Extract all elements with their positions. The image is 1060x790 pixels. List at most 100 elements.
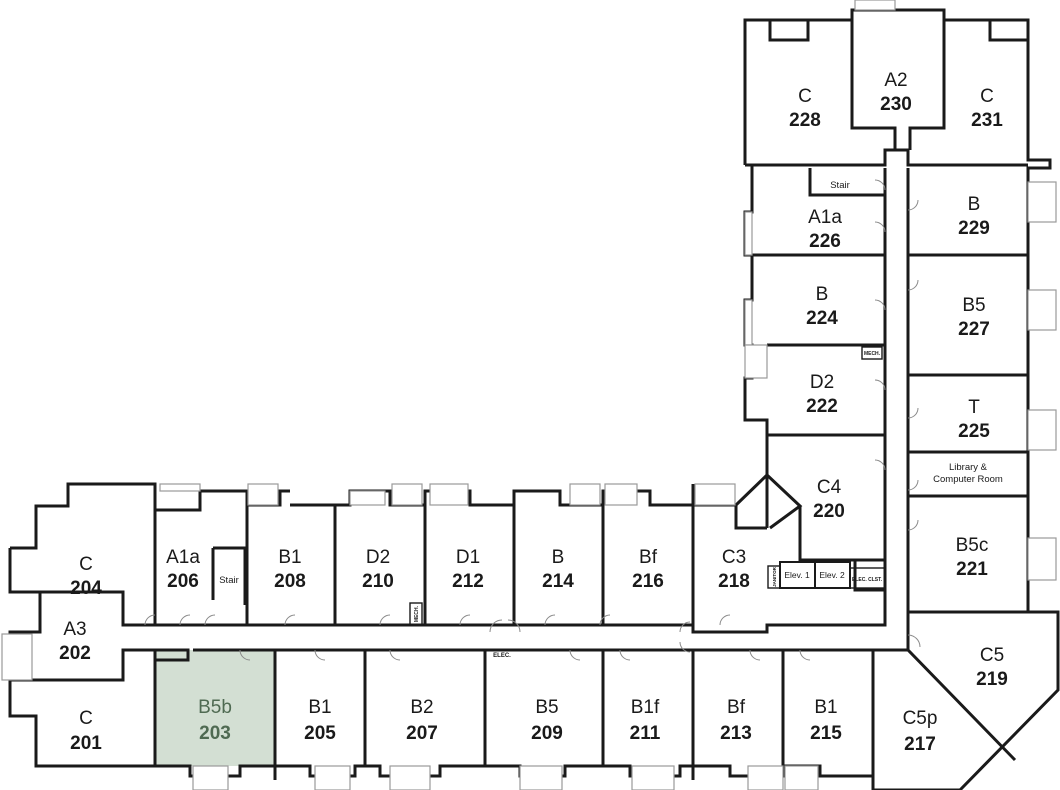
stair-label: Stair: [219, 575, 239, 586]
interior-walls-south-row: [153, 648, 1017, 766]
unit-211-area[interactable]: [603, 650, 693, 766]
interior-walls-north-row: [10, 484, 695, 682]
unit-number: 229: [958, 218, 990, 239]
mech-label: MECH.: [864, 351, 881, 357]
unit-number: 231: [971, 110, 1003, 131]
doors: [144, 179, 921, 661]
unit-number: 201: [70, 733, 102, 754]
unit-218-area[interactable]: [693, 505, 767, 625]
unit-code: B1: [308, 697, 331, 718]
unit-201-area[interactable]: [10, 680, 155, 766]
library-label-line2: Computer Room: [933, 474, 1003, 485]
unit-code: B2: [410, 697, 433, 718]
unit-code: B: [968, 194, 981, 215]
unit-code: C: [798, 86, 812, 107]
unit-code: C: [79, 554, 93, 575]
unit-code: C3: [722, 547, 746, 568]
unit-225-label: T 225: [958, 397, 990, 442]
unit-number: 225: [958, 421, 990, 442]
unit-215-area[interactable]: [783, 650, 873, 766]
interior-walls-north-wing: [734, 20, 1028, 614]
unit-code: Bf: [639, 547, 658, 568]
unit-number: 219: [976, 669, 1008, 690]
unit-216-area[interactable]: [603, 505, 693, 625]
unit-code: B1f: [631, 697, 660, 718]
unit-code: D2: [810, 372, 834, 393]
unit-code: A2: [884, 70, 907, 91]
unit-number: 209: [531, 723, 563, 744]
unit-number: 202: [59, 643, 91, 664]
unit-209-area[interactable]: [485, 650, 603, 766]
unit-203-area[interactable]: [155, 650, 275, 766]
unit-code: C5p: [903, 708, 938, 729]
unit-code: Bf: [727, 697, 746, 718]
unit-code: A1a: [808, 207, 842, 228]
unit-204-area[interactable]: [10, 484, 155, 592]
unit-code: T: [968, 397, 980, 418]
stair-label: Stair: [830, 180, 850, 191]
unit-number: 217: [904, 734, 936, 755]
unit-code: B5c: [956, 535, 989, 556]
unit-code: C4: [817, 477, 842, 498]
unit-number: 222: [806, 396, 838, 417]
unit-number: 226: [809, 231, 841, 252]
unit-208-area[interactable]: [247, 505, 335, 625]
unit-number: 212: [452, 571, 484, 592]
unit-214-area[interactable]: [514, 505, 603, 625]
janitor-label: JANITOR: [772, 566, 777, 586]
unit-number: 218: [718, 571, 750, 592]
unit-code: C: [79, 708, 93, 729]
unit-code: A3: [63, 619, 86, 640]
unit-code: B: [816, 284, 829, 305]
elevator-1-label: Elev. 1: [784, 570, 810, 580]
unit-code: A1a: [166, 547, 200, 568]
unit-code: C5: [980, 645, 1004, 666]
unit-229-label: B 229: [958, 194, 990, 239]
unit-201-label: C 201: [70, 708, 102, 754]
library-label-line1: Library &: [949, 462, 988, 473]
service-labels: Stair Stair Library & Computer Room Elev…: [219, 180, 1003, 659]
unit-code: D1: [456, 547, 480, 568]
unit-number: 203: [199, 723, 231, 744]
unit-number: 230: [880, 94, 912, 115]
unit-206-area[interactable]: [155, 491, 247, 625]
unit-number: 213: [720, 723, 752, 744]
unit-207-area[interactable]: [365, 650, 485, 766]
unit-code: B5b: [198, 697, 232, 718]
unit-213-label: Bf 213: [720, 697, 752, 744]
elevator-2-label: Elev. 2: [819, 570, 845, 580]
unit-number: 205: [304, 723, 336, 744]
unit-code: C: [980, 86, 994, 107]
unit-code: B5: [962, 295, 985, 316]
unit-205-area[interactable]: [275, 650, 365, 766]
unit-number: 220: [813, 501, 845, 522]
elec-label: ELEC.: [493, 653, 511, 659]
unit-number: 214: [542, 571, 574, 592]
unit-number: 207: [406, 723, 438, 744]
unit-number: 221: [956, 559, 988, 580]
unit-code: D2: [366, 547, 390, 568]
unit-212-area[interactable]: [425, 505, 514, 625]
unit-213-area[interactable]: [693, 650, 783, 766]
